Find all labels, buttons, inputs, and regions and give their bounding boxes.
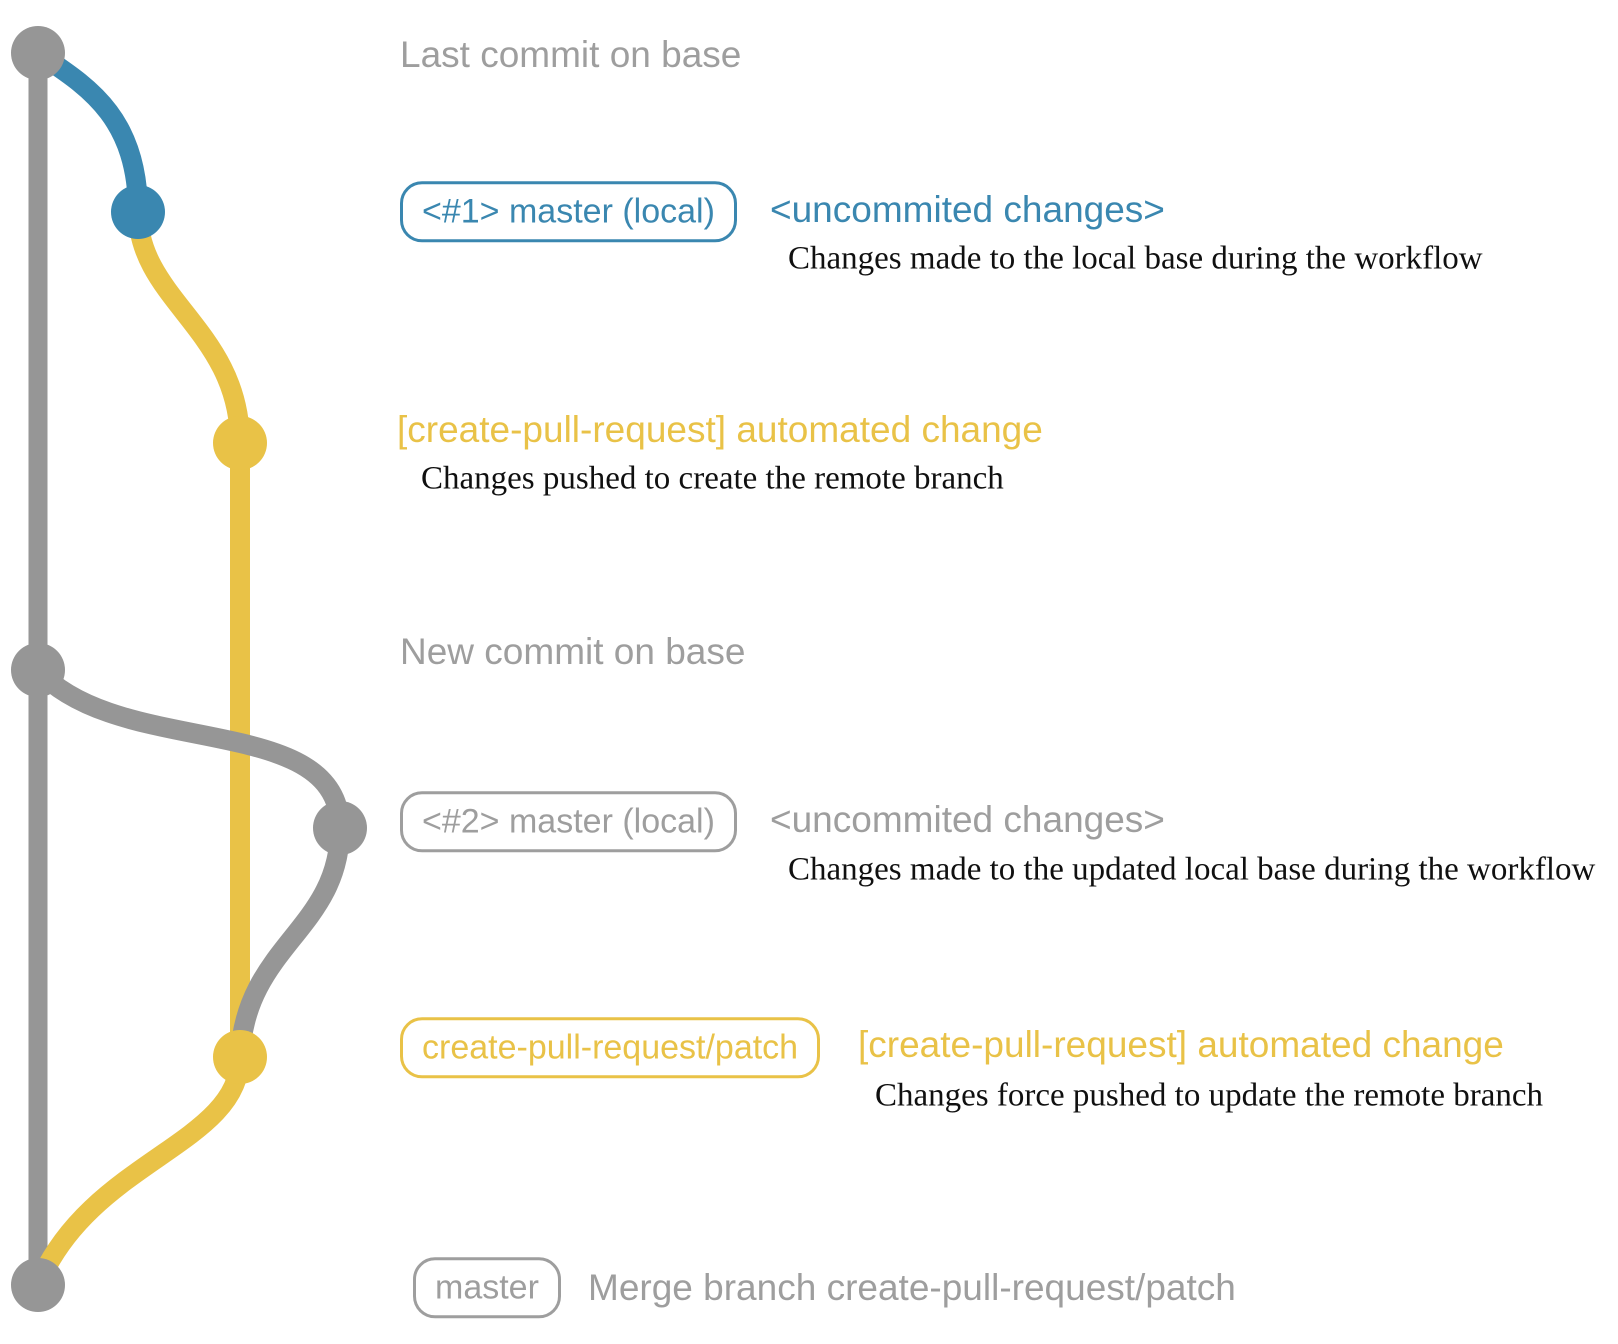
- note-uncommitted-changes-1: <uncommited changes>: [770, 189, 1165, 230]
- commit-dot-last-base: [11, 26, 65, 80]
- label-new-commit-on-base: New commit on base: [400, 631, 746, 672]
- local-branch-line: [32, 44, 148, 213]
- branch-pill-master-local-1: <#1> master (local): [400, 181, 737, 243]
- commit-dot-patch-2: [213, 1030, 267, 1084]
- branch-pill-master-local-2: <#2> master (local): [400, 791, 737, 853]
- note-automated-change-2: [create-pull-request] automated change: [858, 1024, 1504, 1065]
- detail-local-base-changes: Changes made to the local base during th…: [788, 240, 1483, 277]
- patch-branch-line: [28, 211, 250, 1289]
- commit-dot-local-2: [313, 801, 367, 855]
- commit-dot-new-base: [11, 643, 65, 697]
- branch-pill-patch: create-pull-request/patch: [400, 1017, 821, 1079]
- label-merge-branch: Merge branch create-pull-request/patch: [588, 1267, 1236, 1308]
- branch-pill-master: master: [413, 1257, 561, 1319]
- note-automated-change-1: [create-pull-request] automated change: [397, 409, 1043, 450]
- label-last-commit-on-base: Last commit on base: [400, 34, 742, 75]
- note-uncommitted-changes-2: <uncommited changes>: [770, 799, 1165, 840]
- detail-force-pushed-update-remote: Changes force pushed to update the remot…: [875, 1077, 1544, 1114]
- commit-dot-merge: [11, 1258, 65, 1312]
- detail-pushed-create-remote: Changes pushed to create the remote bran…: [421, 460, 1004, 497]
- updated-local-branch-line: [30, 663, 351, 1058]
- detail-updated-local-base-changes: Changes made to the updated local base d…: [788, 851, 1596, 888]
- commit-dot-patch-1: [213, 416, 267, 470]
- commit-dot-local-1: [111, 185, 165, 239]
